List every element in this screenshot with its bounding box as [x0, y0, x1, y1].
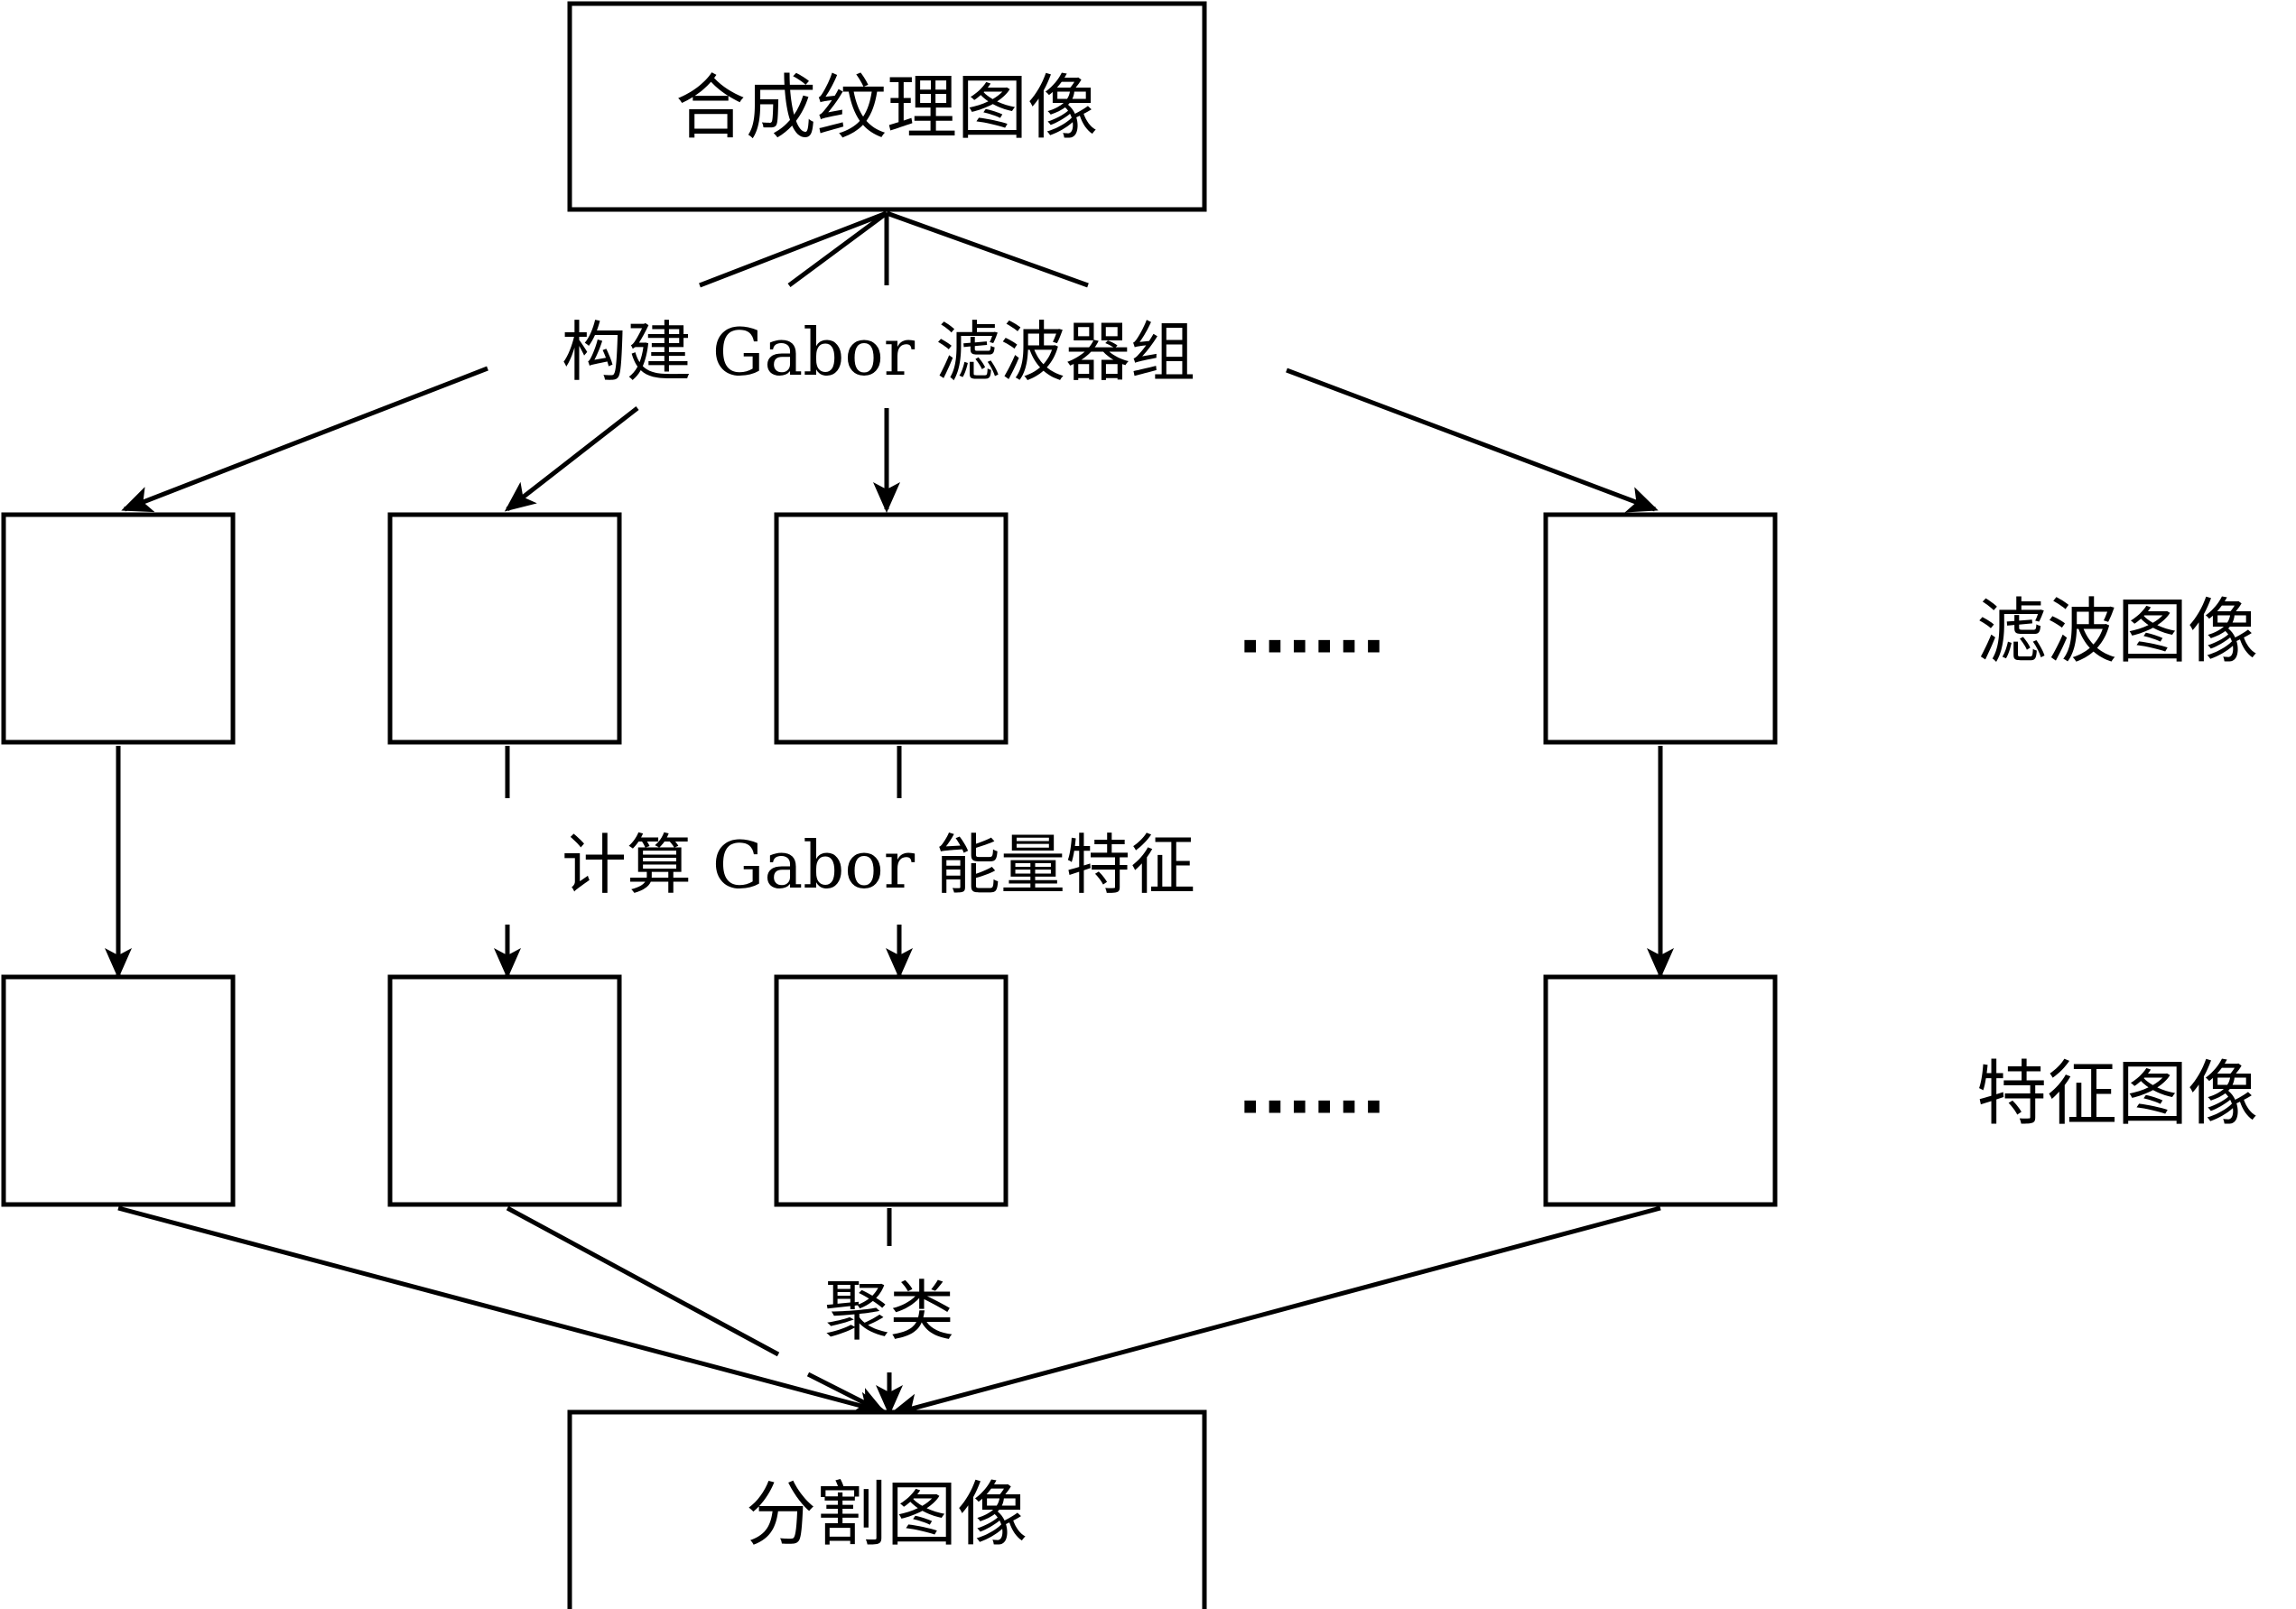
step-filter-bank-label: 构建 Gabor 滤波器组 — [562, 314, 1195, 390]
feature-image-box-2 — [387, 974, 622, 1207]
edge-top-to-filter-1b — [121, 366, 488, 513]
edge-top-to-filter-2a — [787, 210, 888, 288]
filtered-image-box-4 — [1543, 512, 1778, 745]
step-cluster-label: 聚类 — [824, 1273, 954, 1349]
input-box — [567, 1, 1207, 212]
edge-top-to-filter-4b — [1286, 367, 1659, 513]
edge-feature-to-output-1 — [117, 1205, 888, 1418]
edge-top-to-filter-2b — [504, 406, 639, 512]
output-box — [567, 1409, 1207, 1609]
feature-row-label: 特征图像 — [1976, 1054, 2258, 1135]
feature-image-box-1 — [1, 974, 236, 1207]
edge-feature-to-output-4 — [888, 1205, 1661, 1420]
feature-row-ellipsis: ······ — [1238, 1069, 1386, 1145]
input-label: 合成纹理图像 — [675, 68, 1098, 149]
step-energy-label: 计算 Gabor 能量特征 — [562, 827, 1195, 903]
feature-image-box-4 — [1543, 974, 1778, 1207]
filtered-image-box-3 — [774, 512, 1009, 745]
feature-image-box-3 — [774, 974, 1009, 1207]
edge-feature-to-output-2b — [806, 1372, 887, 1415]
filtered-row-label: 滤波图像 — [1976, 591, 2258, 673]
filtered-image-box-1 — [1, 512, 236, 745]
output-label: 分割图像 — [746, 1474, 1027, 1556]
edge-feature-to-output-2a — [506, 1205, 780, 1357]
filtered-row-ellipsis: ······ — [1238, 609, 1386, 684]
edge-top-to-filter-4a — [886, 210, 1089, 288]
edge-top-to-filter-1a — [699, 210, 888, 288]
filtered-image-box-2 — [387, 512, 622, 745]
